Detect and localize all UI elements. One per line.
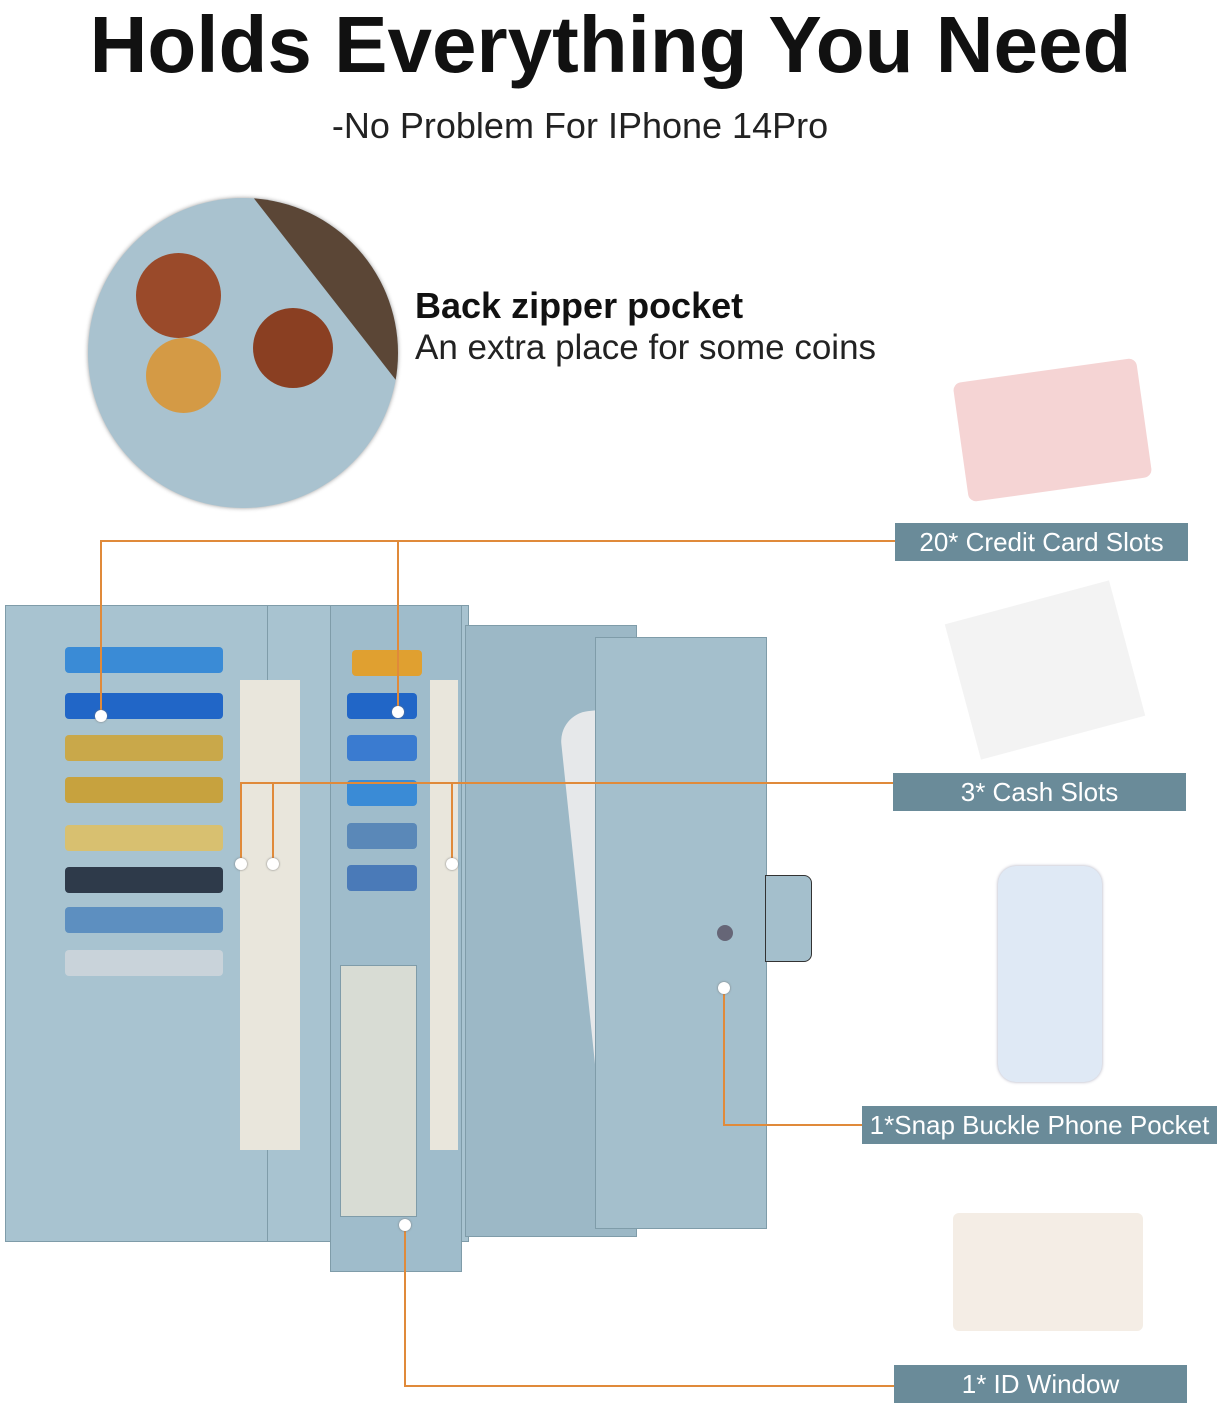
phone-pocket-label: 1*Snap Buckle Phone Pocket [862,1106,1217,1144]
zipper-heading: Back zipper pocket [415,285,744,326]
id-card-image [953,1213,1143,1331]
id-window-label: 1* ID Window [894,1365,1187,1403]
page-title: Holds Everything You Need [89,0,1132,89]
page-subtitle: -No Problem For IPhone 14Pro [331,105,829,146]
phone-image [998,866,1102,1082]
zipper-description: An extra place for some coins [415,328,877,367]
credit-cards-image [952,357,1153,503]
credit-card-slots-label: 20* Credit Card Slots [895,523,1188,561]
cash-slots-label: 3* Cash Slots [893,773,1186,811]
cash-image [944,580,1146,760]
wallet-image [5,605,815,1275]
zipper-pocket-closeup [88,198,398,508]
